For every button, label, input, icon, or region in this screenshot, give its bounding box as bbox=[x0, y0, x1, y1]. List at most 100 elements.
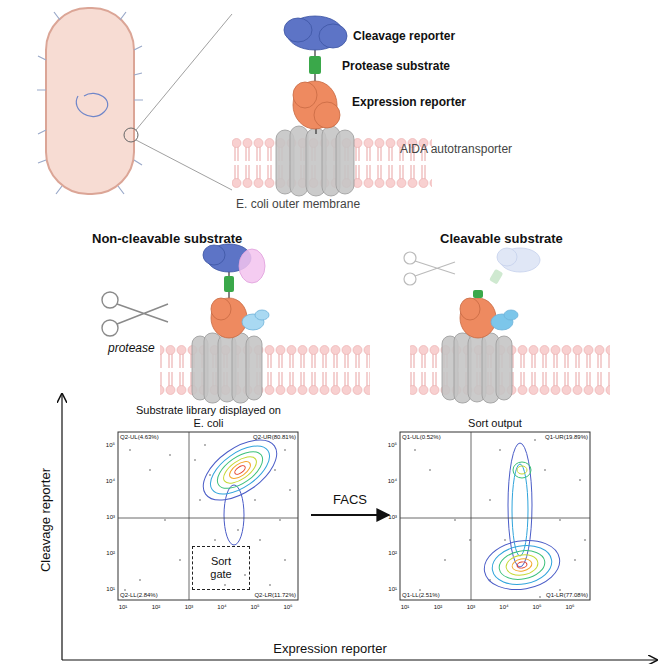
axis-tick-label: 10⁶ bbox=[565, 604, 574, 611]
autotransporter-barrel bbox=[336, 130, 354, 194]
axis-tick-label: 10¹ bbox=[388, 586, 397, 593]
density-contour bbox=[497, 547, 547, 583]
axis-tick-label: 10⁵ bbox=[106, 442, 115, 449]
protease-substrate-peptide bbox=[309, 56, 321, 74]
axis-tick-label: 10¹ bbox=[119, 604, 128, 611]
axis-tick-label: 10⁵ bbox=[388, 442, 397, 449]
axis-title: Cleavage reporter bbox=[39, 468, 54, 572]
binding-antibody bbox=[239, 249, 265, 283]
quadrant-label: Q1-LL(2.51%) bbox=[402, 592, 440, 599]
density-contour bbox=[505, 552, 540, 577]
cleaved-fragment bbox=[489, 269, 503, 285]
component-label: AIDA autotransporter bbox=[400, 143, 512, 157]
scissors-symbol bbox=[102, 320, 118, 336]
axis-tick-label: 10¹ bbox=[106, 586, 115, 593]
autotransporter-barrel bbox=[276, 126, 354, 196]
binding-antibody bbox=[239, 249, 265, 283]
axis-tick-label: 10⁶ bbox=[283, 604, 292, 611]
linker bbox=[314, 74, 315, 81]
expression-reporter-protein bbox=[460, 298, 496, 338]
linker bbox=[229, 271, 478, 338]
autotransporter-barrel bbox=[496, 336, 512, 400]
e-coli-cell bbox=[37, 12, 143, 194]
enzyme-label: protease bbox=[108, 342, 155, 356]
binding-antibody bbox=[255, 310, 269, 320]
scissors-symbol bbox=[415, 261, 455, 276]
axis-arrow bbox=[61, 394, 62, 660]
axis-arrow bbox=[62, 394, 657, 660]
scatter-dots bbox=[125, 445, 290, 590]
axis-tick-label: 10⁵ bbox=[532, 604, 541, 611]
axis-title: Expression reporter bbox=[273, 642, 386, 657]
quadrant-divider bbox=[118, 518, 298, 519]
autotransporter-barrel bbox=[246, 336, 262, 400]
axis-tick-label: 10³ bbox=[467, 604, 476, 611]
linker bbox=[314, 50, 315, 56]
axis-tick-label: 10² bbox=[106, 550, 115, 557]
expression-reporter-protein bbox=[460, 298, 480, 320]
density-contour bbox=[489, 541, 555, 589]
sort-gate: Sort gate bbox=[192, 546, 250, 590]
zoom-lines bbox=[124, 128, 138, 142]
component-label: Protease substrate bbox=[342, 60, 450, 74]
linker bbox=[228, 292, 229, 298]
axis-tick-label: 10⁵ bbox=[250, 604, 259, 611]
e-coli-cell bbox=[46, 8, 134, 194]
density-contour bbox=[219, 452, 260, 489]
cleavage-reporter-protein bbox=[284, 16, 347, 50]
quadrant-label: Q1-UR(19.89%) bbox=[545, 434, 588, 441]
density-contour bbox=[480, 535, 563, 595]
axis-tick-label: 10⁴ bbox=[106, 478, 115, 485]
panel-heading: Cleavable substrate bbox=[440, 232, 563, 247]
gate-label: Sort gate bbox=[201, 555, 241, 580]
plot-frame bbox=[118, 432, 298, 600]
cleavage-reporter-protein bbox=[319, 24, 347, 48]
axis-tick-label: 10⁴ bbox=[217, 604, 226, 611]
scissors-symbol bbox=[117, 304, 168, 324]
zoom-lines bbox=[124, 14, 232, 190]
axis-tick-label: 10³ bbox=[185, 604, 194, 611]
e-coli-cell bbox=[37, 8, 143, 194]
density-contour bbox=[511, 557, 533, 572]
plot-title: Sort output bbox=[420, 417, 570, 430]
protease-substrate-peptide bbox=[309, 56, 321, 74]
scissors-symbol bbox=[102, 292, 118, 308]
expression-reporter-protein bbox=[211, 298, 231, 320]
protease-substrate-peptide bbox=[473, 290, 483, 298]
density-contour bbox=[202, 437, 277, 504]
cleaved-fragment bbox=[489, 248, 540, 285]
density-contour bbox=[193, 428, 287, 512]
scissors-symbol bbox=[404, 273, 416, 285]
scatter-dots bbox=[415, 440, 585, 597]
arrow-label: FACS bbox=[333, 493, 367, 508]
density-contour bbox=[211, 444, 269, 495]
quadrant-label: Q2-UL(4.63%) bbox=[120, 434, 159, 441]
cleavage-reporter-protein bbox=[203, 245, 225, 265]
scissors-symbol bbox=[404, 252, 455, 285]
quadrant-label: Q2-UR(80.81%) bbox=[253, 434, 296, 441]
expression-reporter-protein bbox=[211, 298, 496, 338]
density-contour bbox=[233, 464, 246, 476]
density-contour bbox=[517, 466, 527, 474]
e-coli-cell bbox=[76, 93, 107, 116]
axis-tick-label: 10³ bbox=[106, 514, 115, 521]
axis-tick-label: 10² bbox=[434, 604, 443, 611]
density-contour bbox=[480, 535, 563, 595]
flow-arrow bbox=[311, 514, 389, 516]
binding-antibody bbox=[242, 310, 518, 330]
scissors-symbol bbox=[404, 252, 416, 264]
quadrant-divider bbox=[189, 432, 190, 600]
expression-reporter-protein bbox=[314, 102, 340, 128]
quadrant-label: Q1-LR(77.08%) bbox=[546, 592, 588, 599]
protease-substrate-peptide bbox=[224, 276, 483, 298]
membrane-label: E. coli outer membrane bbox=[236, 198, 360, 212]
plot-title: Substrate library displayed on E. coli bbox=[134, 404, 284, 430]
plot-frame bbox=[400, 432, 590, 600]
axis-tick-label: 10¹ bbox=[401, 604, 410, 611]
outer-membrane bbox=[160, 345, 370, 395]
axis-tick-label: 10² bbox=[388, 550, 397, 557]
axis-arrow bbox=[62, 659, 657, 660]
quadrant-label: Q2-LR(11.72%) bbox=[254, 592, 296, 599]
density-contour bbox=[193, 428, 564, 595]
